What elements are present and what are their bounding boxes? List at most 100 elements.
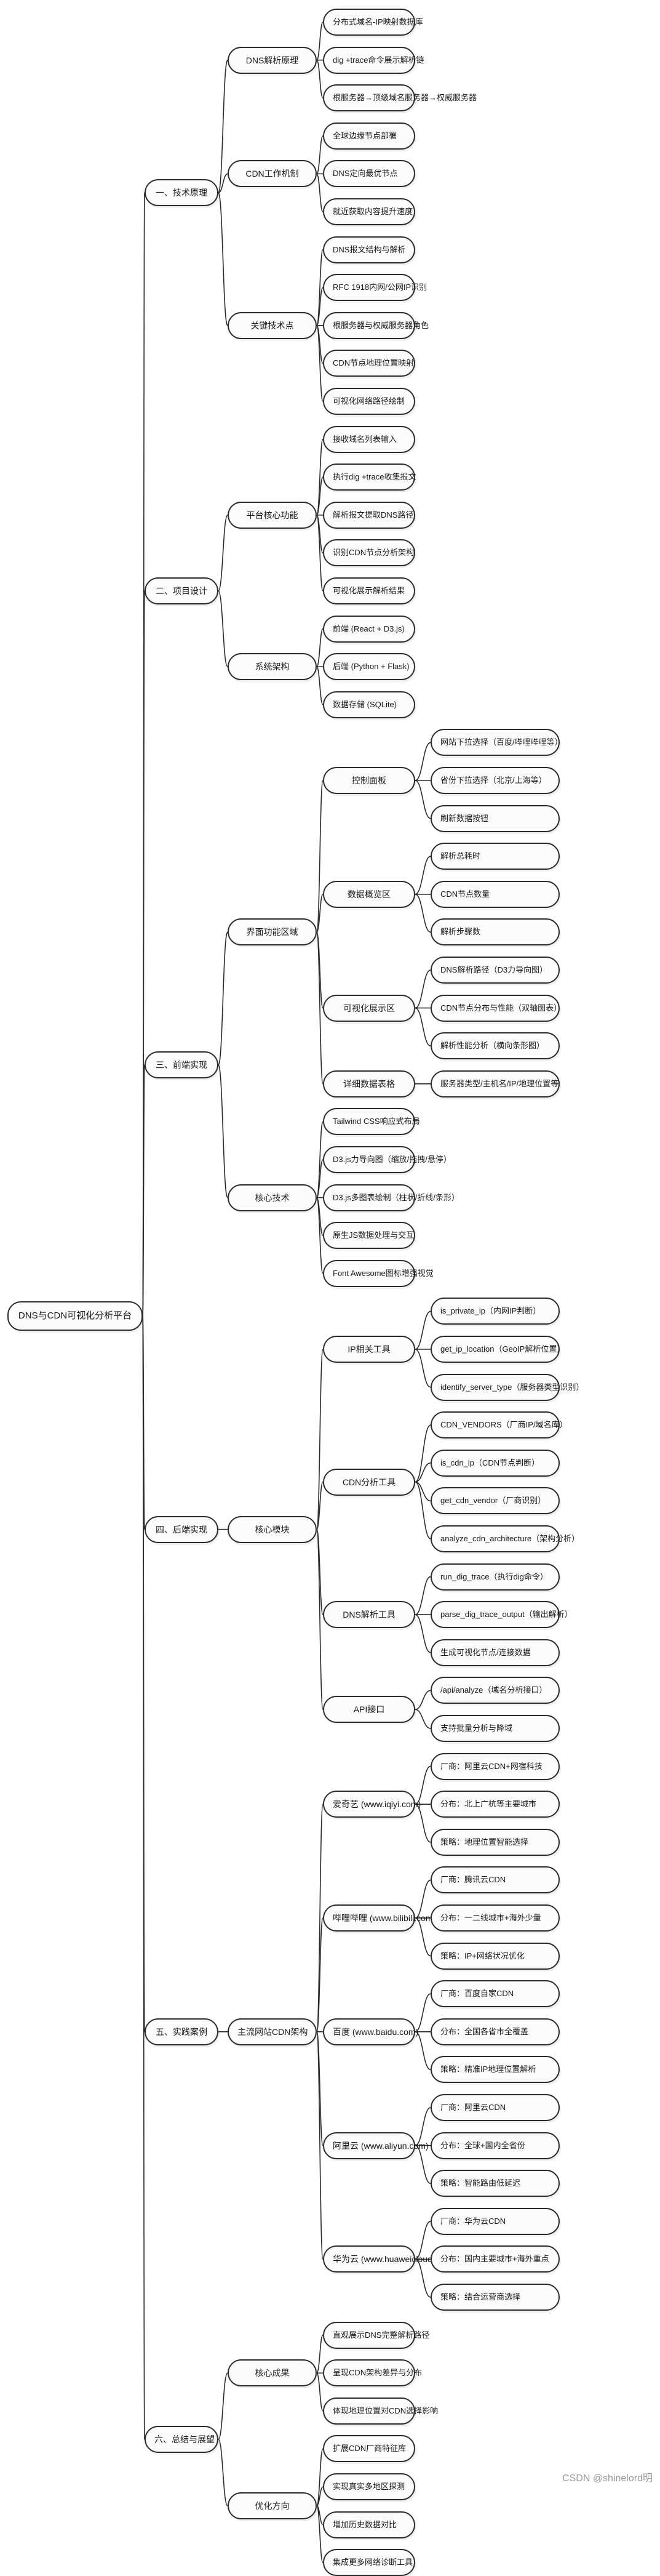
leaf-node[interactable]: 可视化展示解析结果 <box>323 577 415 604</box>
branch-node-level-2[interactable]: 核心模块 <box>228 1515 317 1543</box>
leaf-node[interactable]: 支持批量分析与降域 <box>431 1715 560 1742</box>
leaf-node[interactable]: 分布：全国各省市全覆盖 <box>431 2018 560 2045</box>
branch-node-level-3[interactable]: CDN分析工具 <box>323 1468 415 1496</box>
leaf-node[interactable]: 服务器类型/主机名/IP/地理位置等 <box>431 1070 560 1097</box>
leaf-node[interactable]: 全球边缘节点部署 <box>323 122 415 150</box>
leaf-node[interactable]: get_cdn_vendor（厂商识别） <box>431 1487 560 1515</box>
leaf-node[interactable]: 集成更多网络诊断工具 <box>323 2549 415 2576</box>
leaf-node[interactable]: 识别CDN节点分析架构 <box>323 539 415 567</box>
leaf-node[interactable]: 就近获取内容提升速度 <box>323 198 415 225</box>
leaf-node[interactable]: 策略：地理位置智能选择 <box>431 1828 560 1856</box>
leaf-node[interactable]: 厂商：百度自家CDN <box>431 1980 560 2008</box>
leaf-node[interactable]: 解析性能分析（横向条形图） <box>431 1032 560 1060</box>
branch-node-level-2[interactable]: 核心技术 <box>228 1184 317 1211</box>
leaf-node[interactable]: 解析报文提取DNS路径 <box>323 501 415 529</box>
leaf-node[interactable]: 厂商：阿里云CDN <box>431 2094 560 2121</box>
leaf-node[interactable]: 接收域名列表输入 <box>323 425 415 453</box>
branch-node-level-3[interactable]: IP相关工具 <box>323 1336 415 1363</box>
leaf-node[interactable]: D3.js力导向图（缩放/拖拽/悬停） <box>323 1146 451 1173</box>
leaf-node[interactable]: 增加历史数据对比 <box>323 2511 415 2538</box>
branch-node-level-3[interactable]: 百度 (www.baidu.com) <box>323 2018 418 2045</box>
leaf-node[interactable]: DNS定向最优节点 <box>323 160 415 188</box>
leaf-node[interactable]: run_dig_trace（执行dig命令） <box>431 1563 560 1591</box>
leaf-node[interactable]: 分布：一二线城市+海外少量 <box>431 1904 560 1932</box>
leaf-node[interactable]: 实现真实多地区探测 <box>323 2473 415 2500</box>
leaf-node[interactable]: 厂商：阿里云CDN+网宿科技 <box>431 1752 560 1780</box>
leaf-node[interactable]: CDN节点地理位置映射 <box>323 350 415 377</box>
leaf-node[interactable]: 分布式域名-IP映射数据库 <box>323 9 423 36</box>
leaf-node[interactable]: is_cdn_ip（CDN节点判断） <box>431 1449 560 1477</box>
branch-node-level-3[interactable]: 详细数据表格 <box>323 1070 415 1097</box>
leaf-node[interactable]: 生成可视化节点/连接数据 <box>431 1639 560 1666</box>
branch-node-level-3[interactable]: 爱奇艺 (www.iqiyi.com) <box>323 1791 421 1818</box>
leaf-node[interactable]: D3.js多图表绘制（柱状/折线/条形） <box>323 1184 459 1211</box>
branch-node-level-2[interactable]: 界面功能区域 <box>228 918 317 946</box>
leaf-node[interactable]: 前端 (React + D3.js) <box>323 615 415 643</box>
branch-node-level-1[interactable]: 二、项目设计 <box>145 577 218 604</box>
leaf-node[interactable]: 策略：IP+网络状况优化 <box>431 1942 560 1970</box>
leaf-node[interactable]: 厂商：华为云CDN <box>431 2207 560 2235</box>
branch-node-level-1[interactable]: 六、总结与展望 <box>145 2426 218 2453</box>
leaf-node[interactable]: 策略：智能路由低延迟 <box>431 2170 560 2197</box>
connector <box>316 2486 324 2506</box>
branch-node-level-3[interactable]: 华为云 (www.huaweicloud.com) <box>323 2245 454 2273</box>
leaf-node[interactable]: 可视化网络路径绘制 <box>323 388 415 415</box>
leaf-node[interactable]: DNS解析路径（D3力导向图） <box>431 957 560 984</box>
leaf-node[interactable]: 解析总耗时 <box>431 843 560 870</box>
leaf-node[interactable]: 体现地理位置对CDN选择影响 <box>323 2397 438 2425</box>
branch-node-level-3[interactable]: 控制面板 <box>323 767 415 794</box>
leaf-node[interactable]: 分布：北上广杭等主要城市 <box>431 1791 560 1818</box>
branch-node-level-2[interactable]: CDN工作机制 <box>228 160 317 188</box>
branch-node-level-3[interactable]: 数据概览区 <box>323 880 415 908</box>
leaf-node[interactable]: Tailwind CSS响应式布局 <box>323 1108 420 1136</box>
leaf-node[interactable]: dig +trace命令展示解析链 <box>323 46 424 74</box>
leaf-node[interactable]: 刷新数据按钮 <box>431 804 560 832</box>
leaf-node[interactable]: 根服务器→顶级域名服务器→权威服务器 <box>323 84 477 112</box>
root-node[interactable]: DNS与CDN可视化分析平台 <box>7 1301 143 1331</box>
leaf-node[interactable]: 扩展CDN厂商特征库 <box>323 2435 415 2463</box>
branch-node-level-3[interactable]: 阿里云 (www.aliyun.com) <box>323 2132 429 2159</box>
branch-node-level-3[interactable]: 可视化展示区 <box>323 994 415 1022</box>
leaf-node[interactable]: 原生JS数据处理与交互 <box>323 1222 415 1250</box>
leaf-node[interactable]: CDN_VENDORS（厂商IP/域名库） <box>431 1411 568 1439</box>
leaf-node[interactable]: /api/analyze（域名分析接口） <box>431 1677 560 1704</box>
branch-node-level-2[interactable]: 优化方向 <box>228 2492 317 2519</box>
leaf-node[interactable]: parse_dig_trace_output（输出解析） <box>431 1601 573 1629</box>
leaf-node[interactable]: CDN节点数量 <box>431 880 560 908</box>
leaf-node[interactable]: 分布：全球+国内全省份 <box>431 2132 560 2159</box>
leaf-node[interactable]: 厂商：腾讯云CDN <box>431 1866 560 1894</box>
leaf-node[interactable]: 根服务器与权威服务器角色 <box>323 311 429 339</box>
branch-node-level-2[interactable]: 系统架构 <box>228 653 317 681</box>
branch-node-level-1[interactable]: 三、前端实现 <box>145 1051 218 1078</box>
branch-node-level-2[interactable]: 主流网站CDN架构 <box>228 2018 317 2045</box>
leaf-node[interactable]: 执行dig +trace收集报文 <box>323 463 416 491</box>
leaf-node[interactable]: Font Awesome图标增强视觉 <box>323 1259 434 1287</box>
leaf-node[interactable]: 解析步骤数 <box>431 918 560 946</box>
leaf-node[interactable]: identify_server_type（服务器类型识别） <box>431 1373 584 1401</box>
branch-node-level-1[interactable]: 一、技术原理 <box>145 179 218 207</box>
leaf-node[interactable]: 策略：精准IP地理位置解析 <box>431 2056 560 2084</box>
branch-node-level-2[interactable]: 平台核心功能 <box>228 501 317 529</box>
leaf-node[interactable]: 呈现CDN架构差异与分布 <box>323 2359 422 2387</box>
leaf-node[interactable]: is_private_ip（内网IP判断） <box>431 1298 560 1325</box>
leaf-node[interactable]: CDN节点分布与性能（双轴图表） <box>431 994 562 1022</box>
branch-node-level-2[interactable]: 核心成果 <box>228 2359 317 2387</box>
leaf-node[interactable]: get_ip_location（GeoIP解析位置） <box>431 1336 565 1363</box>
branch-node-level-3[interactable]: 哔哩哔哩 (www.bilibili.com) <box>323 1904 435 1932</box>
leaf-node[interactable]: RFC 1918内网/公网IP识别 <box>323 274 427 302</box>
leaf-node[interactable]: 网站下拉选择（百度/哔哩哔哩等） <box>431 729 563 756</box>
leaf-node[interactable]: DNS报文结构与解析 <box>323 236 415 263</box>
branch-node-level-1[interactable]: 四、后端实现 <box>145 1515 218 1543</box>
branch-node-level-2[interactable]: 关键技术点 <box>228 311 317 339</box>
leaf-node[interactable]: analyze_cdn_architecture（架构分析） <box>431 1525 579 1552</box>
leaf-node[interactable]: 后端 (Python + Flask) <box>323 653 415 681</box>
branch-node-level-3[interactable]: API接口 <box>323 1696 415 1723</box>
leaf-node[interactable]: 省份下拉选择（北京/上海等） <box>431 767 560 794</box>
leaf-node[interactable]: 直观展示DNS完整解析路径 <box>323 2321 429 2349</box>
leaf-node[interactable]: 数据存储 (SQLite) <box>323 691 415 718</box>
leaf-node[interactable]: 策略：结合运营商选择 <box>431 2284 560 2311</box>
branch-node-level-1[interactable]: 五、实践案例 <box>145 2018 218 2045</box>
branch-node-level-2[interactable]: DNS解析原理 <box>228 46 317 74</box>
branch-node-level-3[interactable]: DNS解析工具 <box>323 1601 415 1629</box>
leaf-node[interactable]: 分布：国内主要城市+海外重点 <box>431 2245 560 2273</box>
